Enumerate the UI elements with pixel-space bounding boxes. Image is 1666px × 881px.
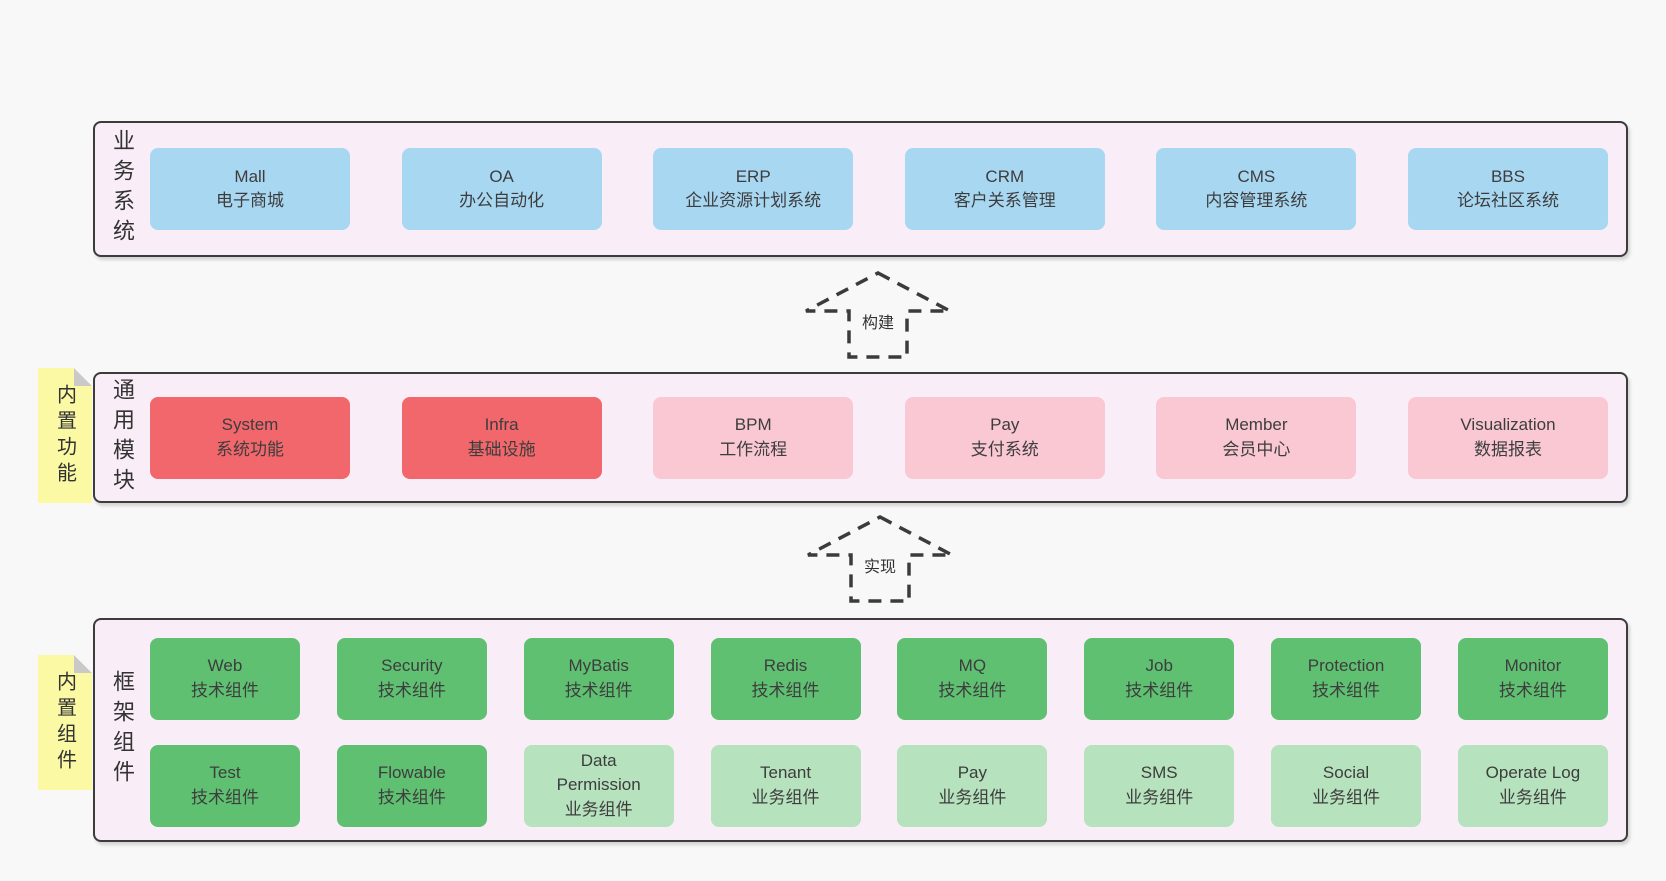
box-redis: Redis 技术组件 <box>710 637 861 720</box>
box-erp: ERP 企业资源计划系统 <box>653 148 854 230</box>
sticky-note-builtin-functions: 内置功能 <box>38 368 92 503</box>
box-sms: SMS 业务组件 <box>1084 744 1235 827</box>
box-infra: Infra 基础设施 <box>401 396 602 479</box>
box-social: Social 业务组件 <box>1271 744 1422 827</box>
band-label-modules: 通用模块 <box>110 377 135 498</box>
components-row-2: Test 技术组件 Flowable 技术组件 Data Permission … <box>150 744 1608 827</box>
box-mall: Mall 电子商城 <box>150 148 350 230</box>
arrow-build: 构建 <box>803 270 953 360</box>
band-business-systems: 业务系统 Mall 电子商城 OA 办公自动化 ERP 企业资源计划系统 CRM… <box>93 121 1628 257</box>
box-security: Security 技术组件 <box>336 637 487 720</box>
band-label-components: 框架组件 <box>110 670 135 790</box>
folded-corner-icon <box>74 368 92 386</box>
box-monitor: Monitor 技术组件 <box>1457 637 1608 720</box>
band-business-boxes: Mall 电子商城 OA 办公自动化 ERP 企业资源计划系统 CRM 客户关系… <box>150 123 1608 255</box>
box-protection: Protection 技术组件 <box>1271 637 1422 720</box>
box-data-permission: Data Permission 业务组件 <box>523 744 674 827</box>
box-job: Job 技术组件 <box>1084 637 1235 720</box>
box-visualization: Visualization 数据报表 <box>1407 396 1608 479</box>
box-mybatis: MyBatis 技术组件 <box>523 637 674 720</box>
arrow-up-icon <box>807 515 953 603</box>
arrow-label: 实现 <box>805 552 955 578</box>
folded-corner-icon <box>74 655 92 673</box>
box-bpm: BPM 工作流程 <box>653 396 854 479</box>
box-cms: CMS 内容管理系统 <box>1156 148 1357 230</box>
box-bbs: BBS 论坛社区系统 <box>1407 148 1608 230</box>
sticky-note-builtin-components: 内置组件 <box>38 655 92 790</box>
band-components-boxes: Web 技术组件 Security 技术组件 MyBatis 技术组件 Redi… <box>150 620 1608 840</box>
box-member: Member 会员中心 <box>1156 396 1357 479</box>
arrow-label: 构建 <box>803 308 953 334</box>
box-pay-biz: Pay 业务组件 <box>897 744 1048 827</box>
components-row-1: Web 技术组件 Security 技术组件 MyBatis 技术组件 Redi… <box>150 637 1608 720</box>
box-crm: CRM 客户关系管理 <box>904 148 1105 230</box>
box-mq: MQ 技术组件 <box>897 637 1048 720</box>
arrow-up-icon <box>805 271 951 359</box>
band-framework-components: 框架组件 Web 技术组件 Security 技术组件 MyBatis 技术组件… <box>93 618 1628 842</box>
box-tenant: Tenant 业务组件 <box>710 744 861 827</box>
box-test: Test 技术组件 <box>150 744 300 827</box>
box-pay: Pay 支付系统 <box>904 396 1105 479</box>
box-oa: OA 办公自动化 <box>401 148 602 230</box>
box-operate-log: Operate Log 业务组件 <box>1457 744 1608 827</box>
band-common-modules: 通用模块 System 系统功能 Infra 基础设施 BPM 工作流程 Pay… <box>93 372 1628 503</box>
box-system: System 系统功能 <box>150 396 350 479</box>
band-label-business: 业务系统 <box>110 129 135 249</box>
box-flowable: Flowable 技术组件 <box>336 744 487 827</box>
arrow-implement: 实现 <box>805 514 955 604</box>
band-modules-boxes: System 系统功能 Infra 基础设施 BPM 工作流程 Pay 支付系统… <box>150 374 1608 501</box>
box-web: Web 技术组件 <box>150 637 300 720</box>
